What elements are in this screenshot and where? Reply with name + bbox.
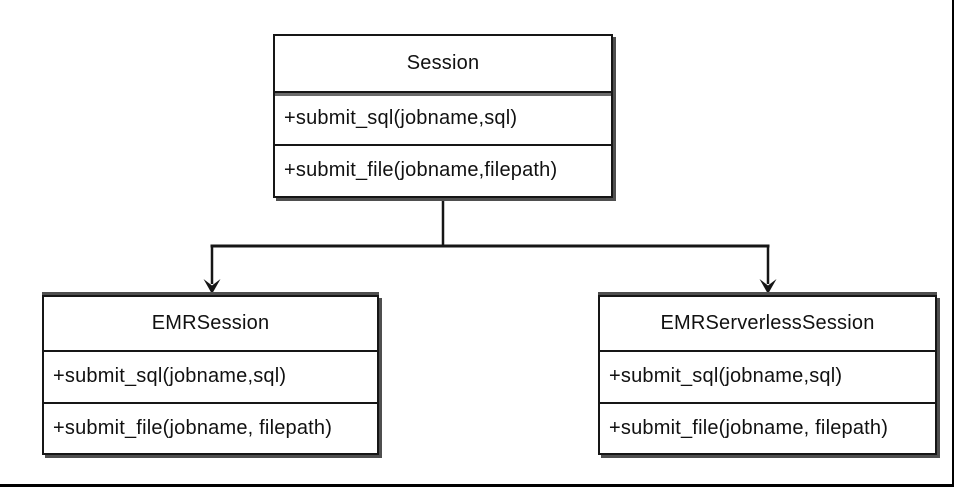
arrow-down-icon — [759, 279, 777, 294]
class-method: +submit_sql(jobname,sql) — [275, 93, 611, 146]
class-method: +submit_file(jobname,filepath) — [284, 159, 558, 182]
class-method: +submit_file(jobname, filepath) — [609, 416, 889, 439]
class-box-emrsession: EMRSession +submit_sql(jobname,sql) +sub… — [42, 295, 379, 455]
class-box-emrserverlesssession: EMRServerlessSession +submit_sql(jobname… — [598, 295, 937, 455]
class-box-session: Session +submit_sql(jobname,sql) +submit… — [273, 34, 613, 198]
class-title: Session — [275, 36, 611, 93]
class-method: +submit_file(jobname, filepath) — [53, 416, 333, 439]
class-title: EMRServerlessSession — [600, 297, 935, 352]
arrow-down-icon — [203, 279, 221, 294]
class-title: EMRSession — [44, 297, 377, 352]
class-method: +submit_sql(jobname,sql) — [600, 352, 935, 404]
class-method: +submit_sql(jobname,sql) — [44, 352, 377, 404]
